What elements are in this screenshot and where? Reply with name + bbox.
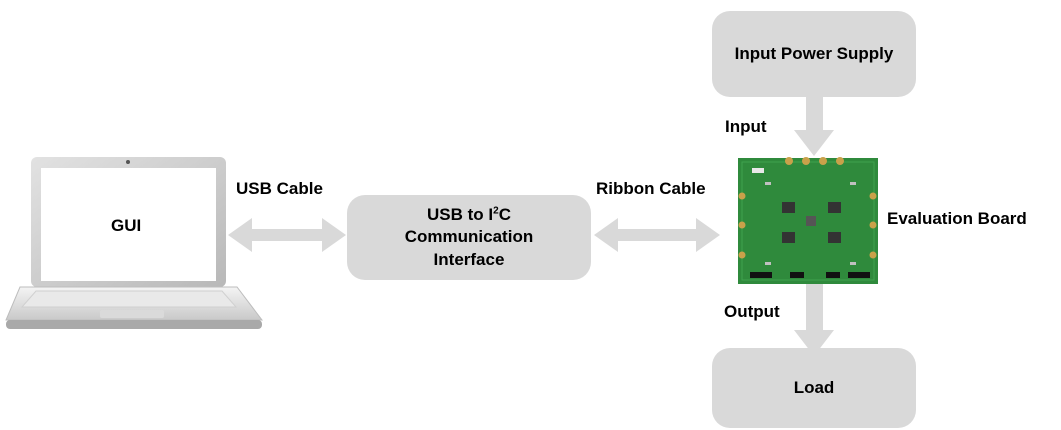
- input-label: Input: [725, 117, 767, 136]
- interface-line1-pre: USB to I: [427, 205, 494, 225]
- laptop-front-edge: [6, 320, 262, 329]
- usb-cable-label: USB Cable: [236, 179, 323, 198]
- interface-line1-post: C: [498, 205, 511, 225]
- board-small-parts: [765, 182, 856, 265]
- ribbon-cable-label: Ribbon Cable: [596, 179, 706, 198]
- board-bottom-connectors: [750, 272, 870, 278]
- usb-cable-arrow: [228, 218, 346, 252]
- interface-line1: USB to I2C: [405, 204, 533, 226]
- output-arrow: [794, 283, 834, 356]
- input-power-supply-label: Input Power Supply: [734, 43, 894, 63]
- board-top-connectors: [785, 157, 844, 165]
- usb-i2c-interface-box: USB to I2C Communication Interface: [347, 195, 591, 280]
- board-side-connectors: [738, 192, 877, 259]
- board-components: [782, 202, 841, 243]
- laptop-keyboard: [20, 290, 238, 308]
- interface-line1-sup: 2: [493, 205, 499, 217]
- laptop-screen: [41, 168, 216, 281]
- interface-line2: Communication: [404, 227, 534, 247]
- interface-line3: Interface: [433, 249, 505, 269]
- input-arrow: [794, 96, 834, 156]
- load-label: Load: [793, 377, 835, 397]
- laptop-touchpad: [100, 310, 164, 318]
- camera-icon: [126, 160, 130, 164]
- board-logo: [752, 168, 764, 173]
- load-box: Load: [712, 348, 916, 428]
- ribbon-cable-arrow: [594, 218, 720, 252]
- gui-label: GUI: [111, 216, 142, 235]
- input-power-supply-box: Input Power Supply: [712, 11, 916, 97]
- output-label: Output: [724, 302, 780, 321]
- evaluation-board-label: Evaluation Board: [887, 209, 1027, 228]
